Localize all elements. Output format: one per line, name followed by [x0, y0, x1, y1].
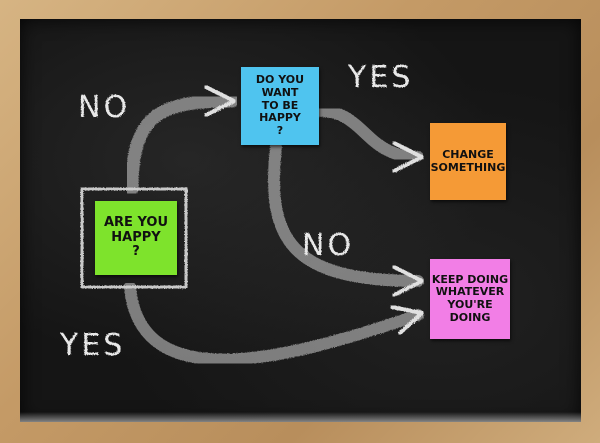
arrow-head-green-to-blue [204, 85, 236, 117]
sticky-note-change-something: CHANGE SOMETHING [430, 123, 506, 200]
label-yes-top: YES [347, 60, 413, 95]
arrow-green-to-blue [125, 94, 239, 196]
arrow-blue-to-orange [314, 105, 424, 163]
sticky-note-keep-doing: KEEP DOING WHATEVER YOU'RE DOING [430, 259, 510, 339]
sticky-note-do-you-want-to-be-happy: DO YOU WANT TO BE HAPPY ? [241, 67, 319, 145]
chalkboard: NO YES NO YES ARE YOU HAPPY ? DO YOU WAN… [20, 19, 581, 422]
arrow-head-blue-to-orange [392, 141, 424, 173]
label-no-middle: NO [302, 228, 354, 263]
label-no-top: NO [78, 90, 130, 125]
label-yes-bottom: YES [59, 328, 125, 363]
chalk-dust-tray [20, 412, 581, 422]
arrow-head-green-to-pink [390, 305, 424, 335]
arrow-green-to-pink [124, 281, 424, 366]
chalk-flowchart: NO YES NO YES [59, 60, 424, 366]
arrow-head-blue-to-pink [392, 265, 424, 297]
arrow-blue-to-pink [267, 141, 424, 287]
sticky-note-are-you-happy: ARE YOU HAPPY ? [95, 201, 177, 275]
